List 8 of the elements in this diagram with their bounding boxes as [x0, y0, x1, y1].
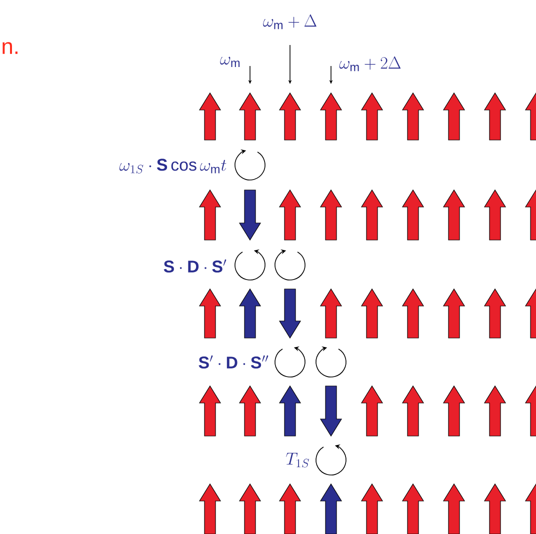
formula-label: $\omega_{\mathrm{m}}+\Delta$ — [263, 14, 316, 30]
formula-label: $\mathbf{S}\cdot\mathbf{D}\cdot\mathbf{S}'$ — [164, 259, 226, 273]
formula-label: $\omega_{1S}\cdot\mathbf{S}\cos\omega_{\mathrm{m}}t$ — [119, 158, 226, 174]
note-text: n. — [2, 42, 18, 54]
formula-label: $\omega_{\mathrm{m}}+2\Delta$ — [339, 56, 401, 72]
formula-label: $\omega_{\mathrm{m}}$ — [220, 56, 240, 67]
formula-label: $\mathbf{S}'\cdot\mathbf{D}\cdot\mathbf{S}''$ — [198, 355, 268, 369]
formula-label: $T_{1S}$ — [286, 452, 309, 468]
